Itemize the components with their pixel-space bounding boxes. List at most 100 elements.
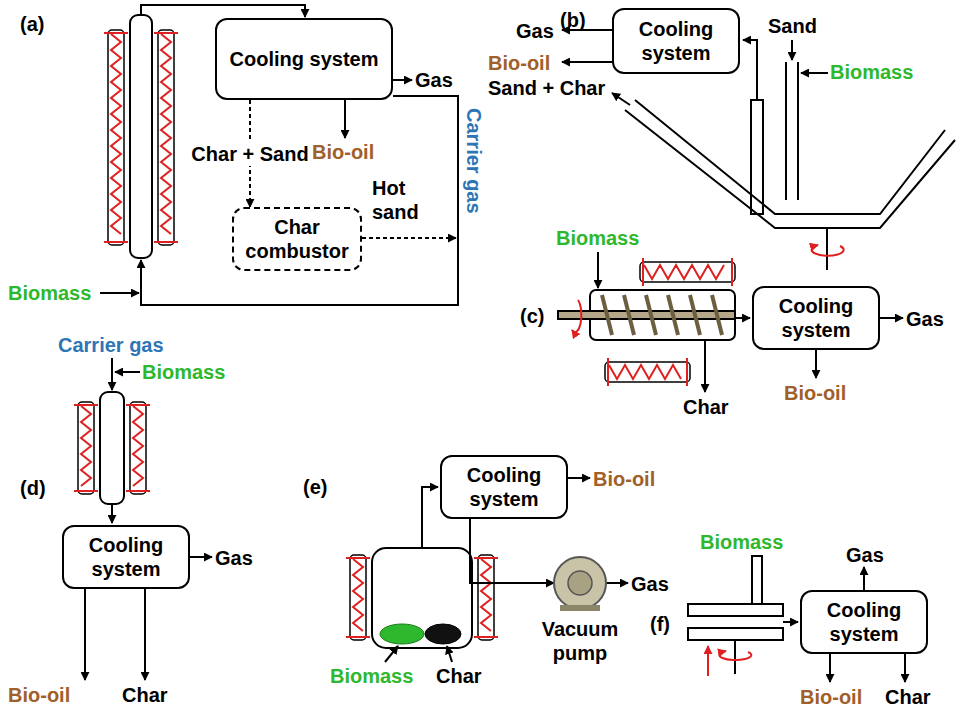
bio-oil-arrow — [562, 61, 612, 63]
carrier-gas-line — [141, 96, 458, 305]
heater-casing — [605, 362, 690, 382]
heater-end — [608, 358, 687, 386]
screw-flight — [646, 295, 656, 335]
pressure-arrow — [707, 646, 709, 676]
cooling-system: Cooling system — [62, 525, 190, 589]
vapor-arrow — [743, 40, 757, 100]
panel-letter: (c) — [520, 304, 544, 328]
node-text: Cooling system — [230, 47, 379, 71]
pump-hub — [568, 571, 592, 595]
stream-label: Char — [122, 683, 168, 707]
reactor-tube — [100, 392, 124, 504]
stream-label: Gas — [906, 307, 944, 331]
vacuum-pump: Vacuum pump — [530, 555, 630, 667]
sand-arrow — [791, 40, 793, 60]
stream-label: Bio-oil — [800, 685, 862, 709]
panel-letter: (f) — [650, 612, 670, 636]
screw-flight — [602, 295, 612, 335]
stream-label: Sand + Char — [488, 76, 605, 100]
stream-label: Biomass — [142, 360, 225, 384]
stream-label: Gas — [516, 19, 554, 43]
stream-label: Bio-oil — [312, 140, 374, 164]
stream-label: Bio-oil — [784, 381, 846, 405]
vapor-arrow — [783, 621, 798, 623]
carrier-gas-arrow — [111, 358, 113, 390]
screw-flight — [712, 295, 722, 335]
biomass-arrow — [801, 72, 828, 74]
heater-end — [643, 258, 732, 286]
bio-oil-arrow — [344, 100, 346, 138]
reactor-tube — [130, 15, 152, 258]
panel-letter: (b) — [560, 8, 586, 32]
stream-label: Char — [436, 664, 482, 688]
cooling-system: Cooling system — [800, 590, 928, 654]
cooling-system: Cooling system — [440, 455, 568, 519]
biomass-arrow — [115, 371, 140, 373]
stream-label: Biomass — [330, 664, 413, 688]
rotation-axis — [734, 640, 736, 674]
bio-oil-arrow — [84, 589, 86, 680]
stream-label: Gas — [415, 68, 453, 92]
bio-oil-arrow — [815, 350, 817, 378]
gas-arrow — [863, 567, 865, 590]
biomass-arrow — [597, 252, 599, 288]
heater-coil — [81, 406, 91, 486]
stream-label: Biomass — [8, 281, 91, 305]
node-text: Cooling system — [448, 463, 560, 511]
heater-end — [126, 405, 150, 491]
heater-casing — [108, 30, 124, 245]
char-arrow — [904, 654, 906, 682]
connector — [470, 519, 554, 583]
rotation-arrow — [719, 651, 751, 660]
heater-coil — [644, 265, 724, 279]
stream-label: Bio-oil — [593, 467, 655, 491]
stream-label: Gas — [631, 572, 669, 596]
heater-end — [154, 33, 178, 242]
vacuum-vessel — [372, 548, 472, 648]
vapor-line — [141, 5, 305, 17]
gas-arrow — [880, 317, 903, 319]
node-text: Char combustor — [240, 215, 354, 263]
node-text: Cooling system — [70, 533, 182, 581]
heater-casing — [158, 30, 174, 245]
heater-casing — [78, 402, 94, 494]
node-text: Cooling system — [620, 17, 732, 65]
char-arrow — [144, 589, 146, 680]
char-combustor: Char combustor — [232, 207, 362, 271]
cone-inner-wall — [635, 100, 945, 214]
hot-sand-arrow — [362, 237, 456, 239]
rotating-disk-bottom — [688, 628, 783, 640]
screw-flight — [690, 295, 700, 335]
heater-coil — [481, 559, 491, 631]
heater-casing — [640, 262, 735, 282]
stream-label: Char — [885, 685, 931, 709]
heater-casing — [350, 555, 366, 640]
rotating-disk-top — [688, 604, 783, 616]
panel-letter: (e) — [303, 475, 327, 499]
vapor-line — [422, 487, 438, 548]
biomass-pointer — [385, 646, 398, 662]
node-text: Cooling system — [760, 294, 872, 342]
cooling-system: Cooling system — [612, 8, 740, 74]
pump-symbol — [530, 555, 630, 613]
sand-char-arrow — [612, 93, 630, 105]
cooling-system: Cooling system — [215, 18, 393, 100]
feed-pipe — [786, 62, 798, 200]
stream-label: Carrier gas — [462, 108, 486, 214]
heater-coil — [161, 34, 171, 234]
stream-label: Carrier gas — [58, 333, 164, 357]
heater-coil — [609, 365, 681, 379]
screw-shaft — [558, 311, 735, 319]
pump-body — [554, 557, 606, 609]
node-text: Vacuum pump — [532, 617, 628, 665]
biomass-arrow — [100, 292, 139, 294]
heater-casing — [478, 555, 494, 640]
stream-label: Char — [683, 395, 729, 419]
vapor-arrow — [735, 317, 750, 319]
heater-coil — [111, 34, 121, 234]
heater-end — [104, 33, 128, 242]
char-bed — [425, 624, 461, 644]
panel-letter: (d) — [20, 476, 46, 500]
cone-outer-wall — [625, 110, 955, 228]
stream-label: Gas — [215, 546, 253, 570]
